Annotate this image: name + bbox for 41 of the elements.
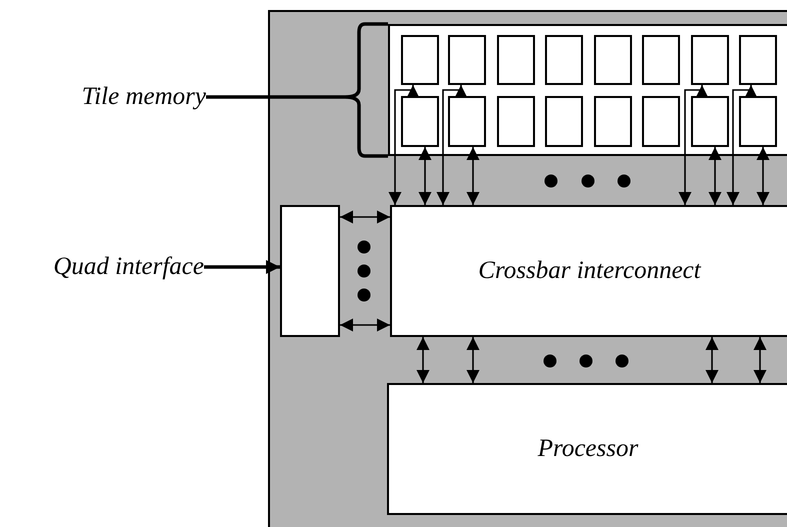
memory-cell: [497, 35, 535, 85]
interface-box: [280, 205, 340, 337]
arrow: [466, 147, 480, 205]
arrow: [706, 337, 718, 383]
arrow: [466, 337, 480, 383]
arrow: [726, 85, 758, 205]
memory-cell: [448, 96, 486, 147]
arrow: [708, 147, 722, 205]
memory-cell: [691, 96, 729, 147]
memory-cell: [739, 35, 777, 85]
arrow: [754, 337, 766, 383]
leader-line: [206, 22, 388, 158]
memory-cell: [497, 96, 535, 147]
tile-panel: [268, 10, 787, 527]
arrow: [436, 85, 468, 205]
memory-cell: [545, 96, 583, 147]
memory-cell: [401, 35, 439, 85]
arrow: [756, 147, 770, 205]
memory-cell: [739, 96, 777, 147]
callout-label: Tile memory: [36, 80, 206, 114]
arrow: [388, 85, 420, 205]
memory-cell: [642, 96, 680, 147]
memory-panel: [388, 24, 787, 156]
memory-cell: [594, 35, 632, 85]
memory-cell: [545, 35, 583, 85]
arrow: [340, 318, 390, 332]
arrow: [204, 260, 280, 274]
arrow: [418, 147, 432, 205]
arrow: [340, 210, 390, 224]
memory-cell: [401, 96, 439, 147]
box-label: Processor: [538, 435, 638, 463]
callout-label: Quad interface: [6, 250, 204, 284]
memory-cell: [448, 35, 486, 85]
arrow: [416, 337, 430, 383]
processor-box: [387, 383, 787, 515]
memory-cell: [691, 35, 729, 85]
memory-cell: [642, 35, 680, 85]
memory-cell: [594, 96, 632, 147]
box-label: Crossbar interconnect: [478, 257, 701, 285]
crossbar-box: [390, 205, 787, 337]
arrow: [678, 85, 708, 205]
